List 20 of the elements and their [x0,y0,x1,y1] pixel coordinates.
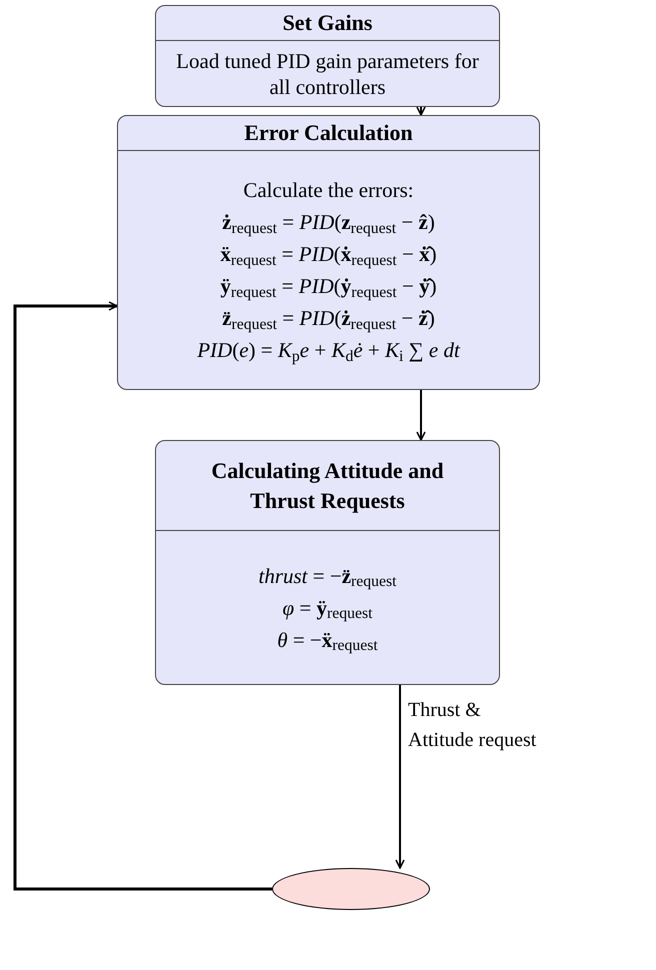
equation: ż$_{request}$ = PID(z$_{request}$ − ẑ) [222,209,435,235]
process-box [117,115,540,390]
description-text: Calculate the errors: [243,177,414,203]
process-box [155,5,500,107]
equation: θ = −ẍ$_{request}$ [277,626,378,652]
box-heading: Set Gains [282,9,372,37]
equation: ÿ$_{request}$ = PID(ẏ$_{request}$ − ẏ̂) [220,273,437,299]
box-heading: Calculating Attitude and Thrust Requests [210,456,445,515]
equation: thrust = −z̈$_{request}$ [258,562,396,588]
arrow [395,685,405,869]
equation: z̈$_{request}$ = PID(ż$_{request}$ − ż̂) [222,305,435,331]
arrow [14,301,272,890]
equation: PID(e) = K$_{p}$e + K$_{d}$ė + K$_{i}$ ∑ e dt [197,337,460,363]
box-heading: Error Calculation [244,119,413,147]
equation: φ = ÿ$_{request}$ [282,594,372,620]
description-text: Load tuned PID gain parameters for all controllers [175,48,480,100]
process-box [155,440,500,685]
equation: ẍ$_{request}$ = PID(ẋ$_{request}$ − ẋ̂) [220,241,437,267]
arrow [416,106,426,116]
arrow [416,390,426,441]
